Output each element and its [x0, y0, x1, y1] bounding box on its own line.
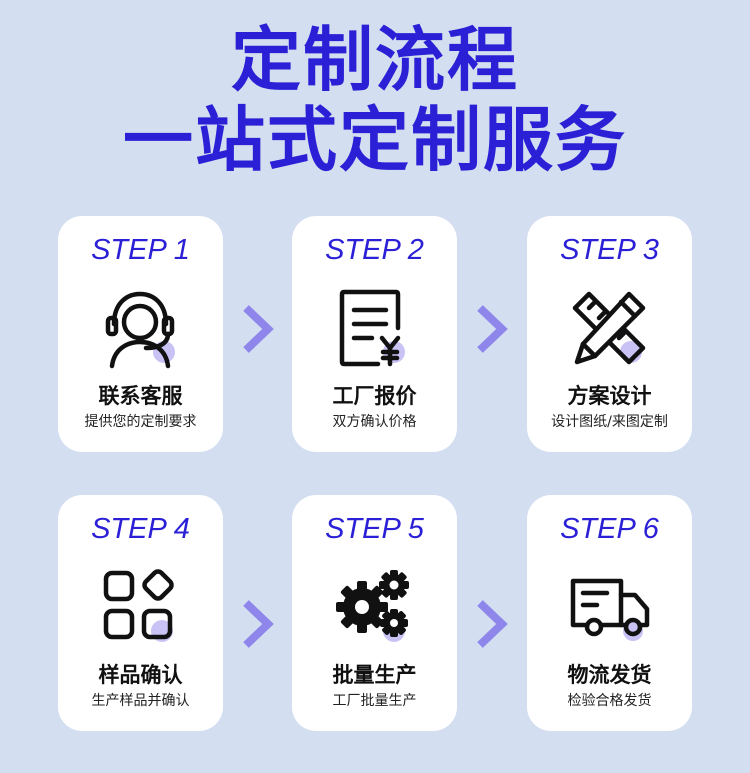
step-label: STEP 5: [325, 513, 424, 545]
chevron-right-icon: [472, 599, 512, 649]
step-card-6: STEP 6 物流发货 检验合格发货: [527, 495, 692, 731]
step-subtitle: 双方确认价格: [332, 414, 417, 430]
delivery-truck-icon: [567, 565, 651, 649]
headset-support-icon: [98, 286, 182, 370]
page-subtitle: 一站式定制服务: [123, 99, 627, 181]
step-card-3: STEP 3 方案设计 设计图纸/来图定制: [527, 216, 692, 452]
step-label: STEP 6: [560, 513, 659, 545]
chevron-right-icon: [238, 304, 278, 354]
step-subtitle: 检验合格发货: [567, 693, 652, 709]
page-title: 定制流程: [231, 19, 519, 101]
step-label: STEP 1: [91, 234, 190, 266]
chevron-right-icon: [238, 599, 278, 649]
gears-icon: [332, 565, 416, 649]
step-title: 方案设计: [567, 384, 652, 408]
price-document-icon: [332, 286, 416, 370]
pencil-ruler-icon: [567, 286, 651, 370]
step-subtitle: 提供您的定制要求: [84, 414, 197, 430]
step-label: STEP 4: [91, 513, 190, 545]
chevron-right-icon: [472, 304, 512, 354]
grid-shapes-icon: [98, 565, 182, 649]
step-title: 批量生产: [332, 663, 417, 687]
step-label: STEP 3: [560, 234, 659, 266]
step-title: 物流发货: [567, 663, 652, 687]
step-card-2: STEP 2 工厂报价 双方确认价格: [292, 216, 457, 452]
step-title: 样品确认: [98, 663, 183, 687]
step-subtitle: 生产样品并确认: [91, 693, 190, 709]
step-label: STEP 2: [325, 234, 424, 266]
step-card-1: STEP 1 联系客服 提供您的定制要求: [58, 216, 223, 452]
step-title: 联系客服: [98, 384, 183, 408]
step-subtitle: 设计图纸/来图定制: [551, 414, 668, 430]
step-card-5: STEP 5: [292, 495, 457, 731]
step-title: 工厂报价: [332, 384, 417, 408]
step-card-4: STEP 4 样品确认 生产样品并确认: [58, 495, 223, 731]
step-subtitle: 工厂批量生产: [332, 693, 417, 709]
